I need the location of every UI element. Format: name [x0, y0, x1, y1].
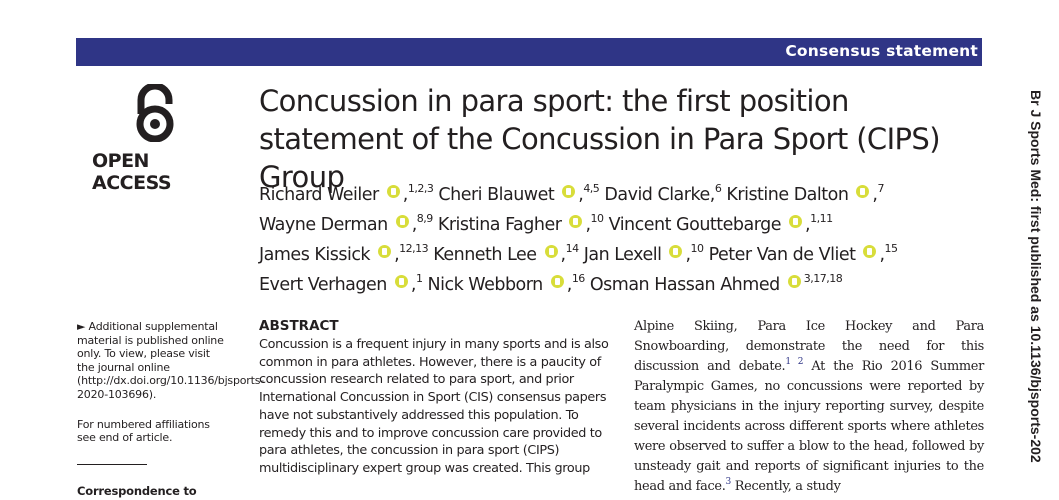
article-info-sidebar: ► Additional supplemental material is pu…: [77, 320, 265, 498]
author-affiliation: 10: [590, 212, 605, 225]
author-affiliation: 16: [571, 272, 586, 285]
author-name[interactable]: Evert Verhagen: [259, 275, 387, 295]
orcid-icon[interactable]: [550, 275, 564, 288]
author-name[interactable]: Wayne Derman: [259, 215, 388, 235]
author-affiliation: 8,9: [416, 212, 434, 225]
open-access-label: OPEN ACCESS: [92, 150, 172, 194]
orcid-icon[interactable]: [378, 245, 392, 258]
citation-link[interactable]: 3: [725, 477, 732, 487]
author: Cheri Blauwet,4,5: [438, 182, 600, 205]
body-text: Recently, a study: [730, 479, 841, 494]
orcid-icon[interactable]: [544, 245, 558, 258]
body-paragraph: Alpine Skiing, Para Ice Hockey and Para …: [634, 317, 984, 497]
author-name[interactable]: Cheri Blauwet: [438, 185, 555, 205]
orcid-icon[interactable]: [787, 275, 801, 288]
author-name[interactable]: Vincent Gouttebarge: [608, 215, 782, 235]
abstract-text: Concussion is a frequent injury in many …: [259, 337, 609, 476]
author: Peter Van de Vliet,15: [708, 242, 899, 265]
author-name[interactable]: David Clarke,: [604, 185, 715, 205]
abstract: ABSTRACT Concussion is a frequent injury…: [259, 318, 614, 478]
author-name[interactable]: Richard Weiler: [259, 185, 379, 205]
author-affiliation: 7: [877, 182, 885, 195]
author-affiliation: 6: [714, 182, 722, 195]
affiliations-note: For numbered affiliations see end of art…: [77, 417, 210, 445]
author: Evert Verhagen,1: [259, 272, 423, 295]
author: Kristine Dalton,7: [726, 182, 885, 205]
journal-citation-sidebar: Br J Sports Med: first published as 10.1…: [1028, 90, 1044, 463]
orcid-icon[interactable]: [562, 185, 576, 198]
author-name[interactable]: Jan Lexell: [583, 245, 662, 265]
supplemental-note: ► Additional supplemental material is pu…: [77, 320, 265, 401]
body-text: Alpine Skiing, Para Ice Hockey and Para …: [634, 319, 984, 374]
section-banner: Consensus statement: [76, 38, 982, 66]
author-name[interactable]: Kristina Fagher: [437, 215, 562, 235]
body-column: Alpine Skiing, Para Ice Hockey and Para …: [634, 317, 984, 497]
author: Vincent Gouttebarge,1,11: [608, 212, 833, 235]
author-affiliation: 10: [690, 242, 705, 255]
author-name[interactable]: Kenneth Lee: [433, 245, 537, 265]
body-text: At the Rio 2016 Summer Paralympic Games,…: [634, 359, 984, 494]
author-affiliation: 3,17,18: [803, 272, 843, 285]
orcid-icon[interactable]: [669, 245, 683, 258]
author: James Kissick,12,13: [259, 242, 429, 265]
author-name[interactable]: James Kissick: [259, 245, 371, 265]
correspondence-heading: Correspondence to: [77, 483, 197, 498]
abstract-heading: ABSTRACT: [259, 318, 339, 334]
author: Kenneth Lee,14: [433, 242, 580, 265]
orcid-icon[interactable]: [789, 215, 802, 228]
author-affiliation: 1,11: [810, 212, 833, 225]
author: Nick Webborn,16: [427, 272, 586, 295]
author: Jan Lexell,10: [583, 242, 705, 265]
author-affiliation: 1: [415, 272, 423, 285]
author: Wayne Derman,8,9: [259, 212, 434, 235]
author: Osman Hassan Ahmed 3,17,18: [589, 272, 843, 295]
orcid-icon[interactable]: [863, 245, 877, 258]
author-name[interactable]: Osman Hassan Ahmed: [589, 275, 780, 295]
author-affiliation: 12,13: [399, 242, 429, 255]
orcid-icon[interactable]: [569, 215, 583, 228]
orcid-icon[interactable]: [386, 185, 400, 198]
author: Kristina Fagher,10: [437, 212, 605, 235]
author-affiliation: 4,5: [583, 182, 600, 195]
author-affiliation: 15: [884, 242, 899, 255]
orcid-icon[interactable]: [394, 275, 408, 288]
author: Richard Weiler,1,2,3: [259, 182, 434, 205]
author-affiliation: 1,2,3: [407, 182, 434, 195]
open-access-icon: [136, 84, 174, 142]
orcid-icon[interactable]: [856, 185, 870, 198]
section-label: Consensus statement: [785, 42, 978, 60]
citation-link[interactable]: 1 2: [785, 357, 804, 367]
article-title: Concussion in para sport: the first posi…: [259, 84, 941, 194]
author-name[interactable]: Nick Webborn: [427, 275, 544, 295]
divider: [77, 463, 147, 465]
orcid-icon[interactable]: [395, 215, 409, 228]
author: David Clarke,6: [604, 182, 722, 205]
author-name[interactable]: Kristine Dalton: [726, 185, 849, 205]
author-affiliation: 14: [565, 242, 580, 255]
author-list: Richard Weiler,1,2,3 Cheri Blauwet,4,5 D…: [259, 180, 979, 300]
author-name[interactable]: Peter Van de Vliet: [708, 245, 856, 265]
